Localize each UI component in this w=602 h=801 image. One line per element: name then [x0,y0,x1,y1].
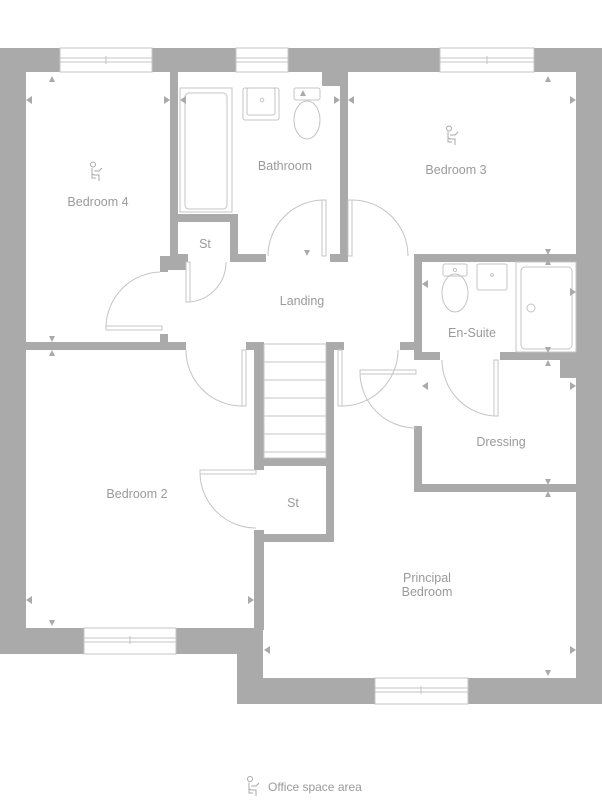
fixtures [179,87,577,459]
office-chair-person-icon [247,776,260,796]
legend: Office space area [246,776,362,798]
room-label-ensuite: En-Suite [448,326,496,340]
room-label-bedroom3: Bedroom 3 [425,163,487,177]
room-label-bedroom2: Bedroom 2 [106,487,168,501]
legend-label: Office space area [268,780,362,794]
room-label-store2: St [287,496,299,510]
room-label-bedroom4: Bedroom 4 [67,195,129,209]
walls [0,48,602,704]
dimension-markers [26,76,576,676]
room-label-bathroom: Bathroom [257,159,313,173]
room-label-landing: Landing [279,294,325,308]
room-label-store1: St [199,237,211,251]
room-label-principal-bedroom: Principal Bedroom [401,571,453,599]
windows [59,47,535,705]
doors [105,199,499,529]
room-label-dressing: Dressing [476,435,526,449]
office-chair-person-icon [90,125,459,181]
